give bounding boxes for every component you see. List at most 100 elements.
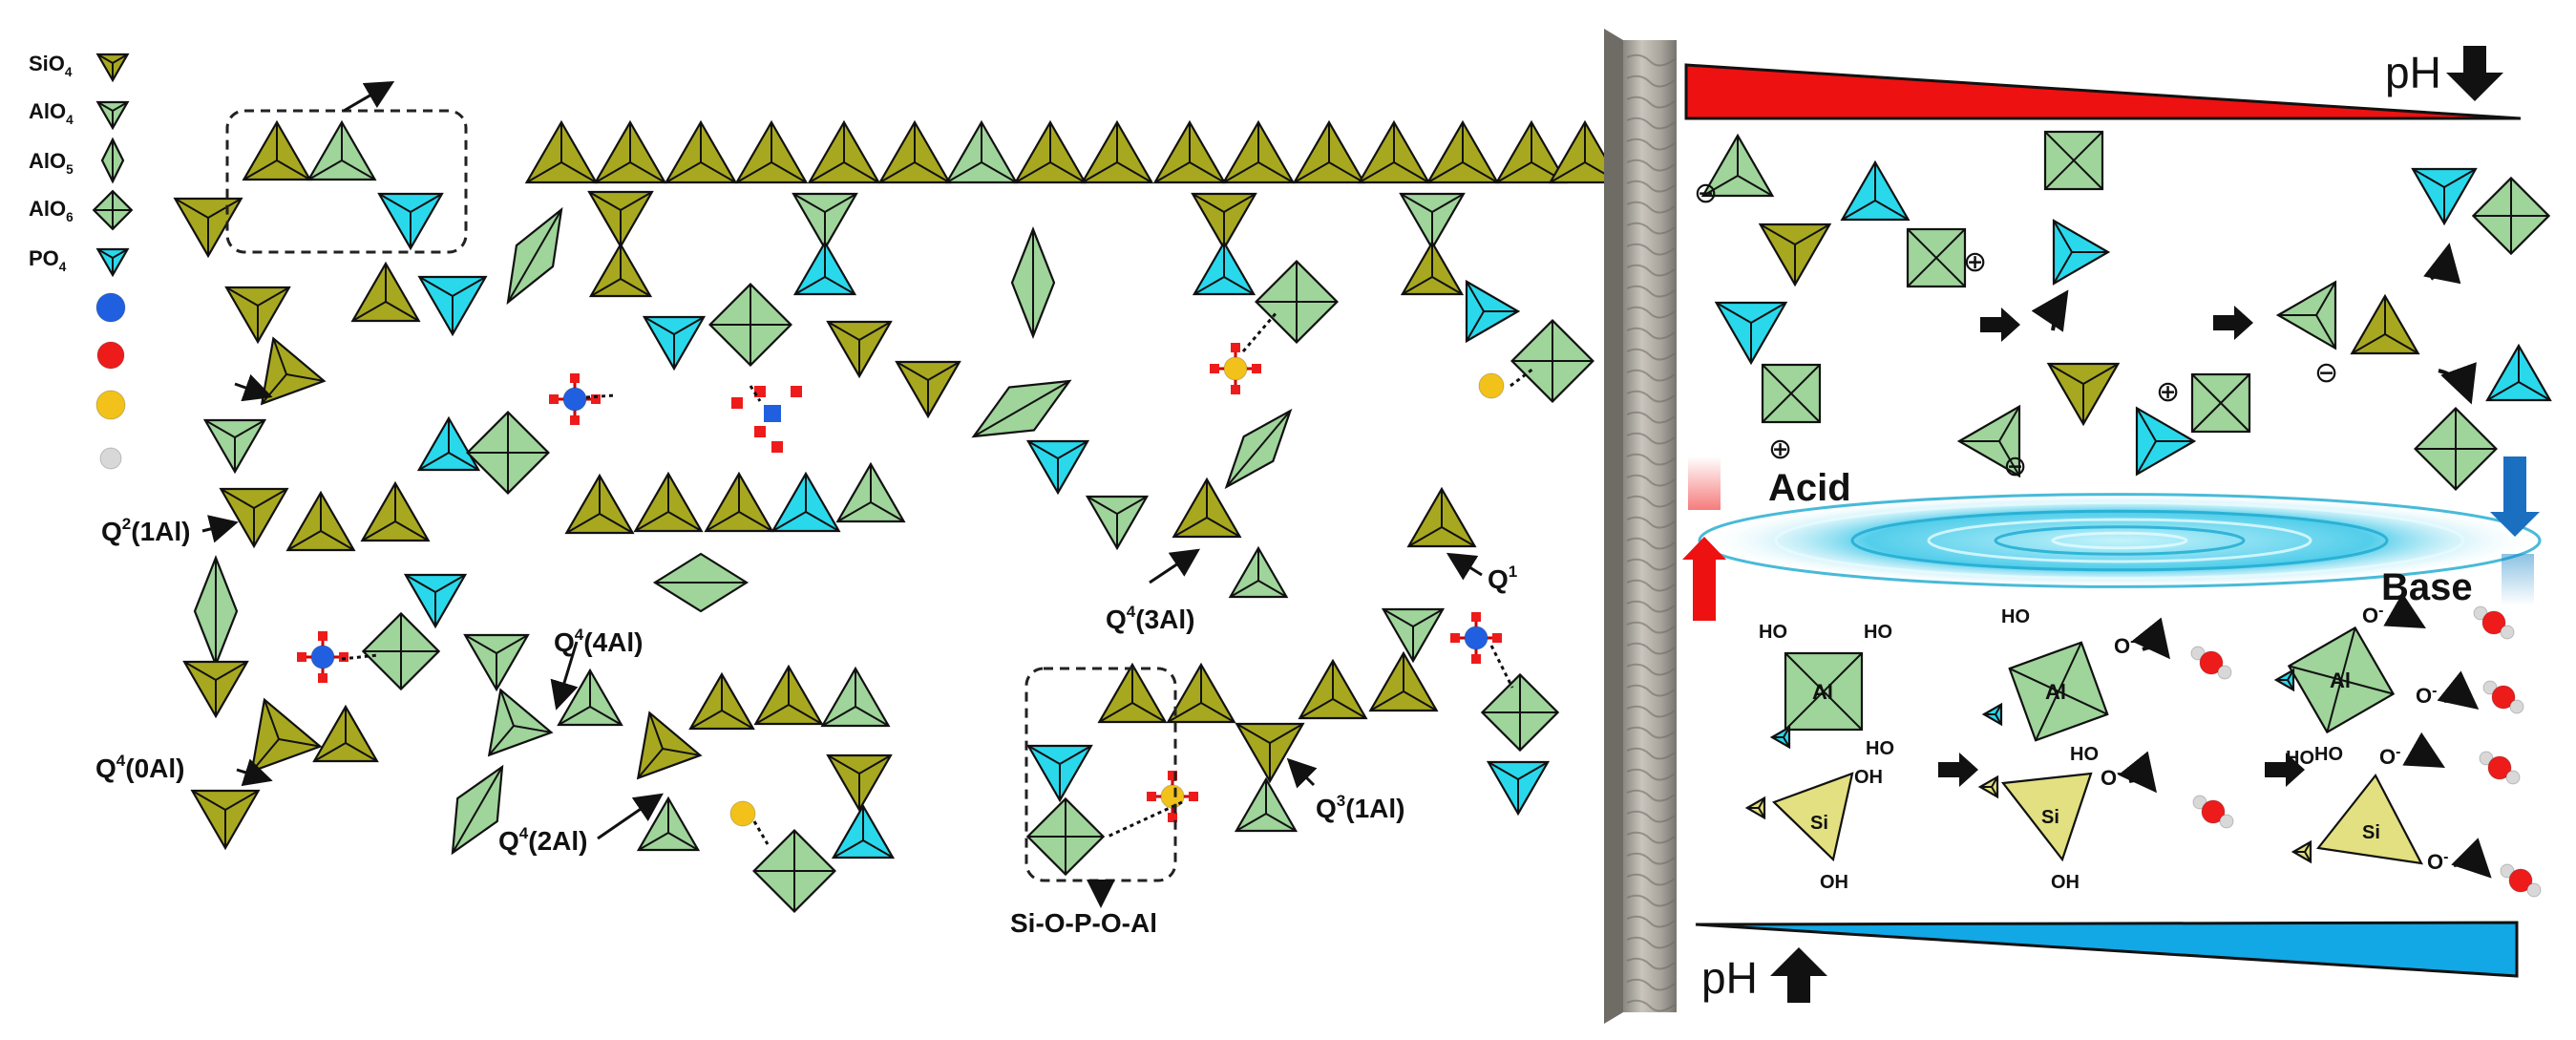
edge	[1223, 276, 1255, 295]
right-arrow-icon	[2213, 306, 2253, 340]
edge	[345, 742, 378, 762]
edge	[507, 209, 562, 303]
framework-tetrahedron	[1221, 119, 1296, 184]
sio4-tetrahedron	[588, 242, 653, 298]
wall-grain	[1626, 306, 1676, 319]
edge	[526, 161, 562, 183]
wall-grain	[1626, 432, 1676, 445]
edge	[434, 574, 466, 593]
alo5-legend-icon	[100, 137, 125, 184]
adsorbed-molecule	[1210, 343, 1261, 394]
edge	[827, 321, 860, 341]
edge	[96, 53, 114, 64]
edge	[1098, 702, 1133, 723]
framework-tetrahedron	[1152, 119, 1227, 184]
sio4-tetrahedron	[250, 697, 323, 774]
po4-tetrahedron	[2485, 343, 2552, 402]
edge	[858, 754, 892, 775]
framework-tetrahedron	[524, 119, 599, 184]
edge	[224, 790, 260, 811]
water-ring	[1774, 500, 2465, 581]
edge	[843, 161, 879, 183]
si-label: Si	[2041, 807, 2059, 828]
acid-gradient-wedge	[1684, 63, 2522, 120]
hydrogen-atom	[2473, 605, 2488, 621]
oxygen-atom	[1231, 343, 1240, 352]
alo5-bipyramid	[971, 379, 1072, 438]
sio4-tetrahedron	[1097, 662, 1168, 724]
wall-grain	[1626, 936, 1676, 949]
edge	[1496, 161, 1532, 183]
edge	[253, 488, 288, 509]
curved-arrow-icon	[2437, 670, 2480, 710]
alo4-tetrahedron	[557, 668, 623, 727]
edge	[1265, 813, 1297, 832]
po4-tetrahedron	[2135, 406, 2197, 477]
alo5-bipyramid	[506, 206, 563, 306]
label-q1: Q1	[1488, 562, 1517, 594]
po4-tetrahedron	[831, 803, 896, 860]
alo5-bipyramid	[193, 554, 239, 669]
edge	[1998, 440, 2020, 477]
edge	[2304, 841, 2312, 853]
edge	[1762, 364, 1821, 423]
alo4-tetrahedron	[463, 633, 530, 692]
edge	[794, 276, 826, 295]
oxygen-atom	[318, 673, 327, 683]
edge	[418, 452, 450, 471]
edge	[2315, 314, 2336, 350]
wall-grain	[1626, 537, 1676, 550]
edge	[620, 278, 651, 297]
edge	[738, 511, 773, 532]
alo6-octahedron	[752, 829, 836, 913]
right-arrow-icon	[1980, 308, 2020, 342]
hydrogen-bond	[585, 393, 616, 399]
edge	[709, 324, 792, 326]
edge	[754, 704, 790, 725]
wall-grain	[1626, 831, 1676, 844]
sio4-tetrahedron	[285, 490, 356, 552]
edge	[1116, 496, 1148, 515]
curved-arrow-icon	[2423, 243, 2461, 285]
framework-tetrahedron	[593, 119, 667, 184]
pointer-arrow	[1149, 548, 1200, 584]
oxygen-atom	[1471, 612, 1481, 622]
al-label: Al	[2330, 669, 2351, 692]
sio4-tetrahedron	[182, 660, 249, 719]
oxide-label: O-	[2114, 633, 2135, 658]
oxygen-atom	[1210, 364, 1219, 373]
alo5-bipyramid	[652, 552, 750, 613]
alo6-octahedron	[1906, 227, 1967, 288]
oxygen-atom	[2508, 868, 2533, 893]
edge	[634, 511, 669, 532]
wall-grain	[1626, 285, 1676, 298]
po4-legend-icon	[95, 247, 130, 278]
edge	[946, 161, 982, 183]
wall-grain	[1626, 915, 1676, 928]
wall-grain	[1626, 474, 1676, 487]
edge	[488, 725, 515, 756]
edge	[2287, 679, 2294, 690]
edge	[560, 161, 597, 183]
alo6-octahedron	[1480, 672, 1560, 753]
edge	[2082, 363, 2119, 385]
face	[260, 336, 327, 406]
sio4-tetrahedron	[219, 487, 289, 549]
edge	[1393, 161, 1429, 183]
sio4-small	[2291, 839, 2312, 864]
edge	[1998, 406, 2020, 442]
edge	[1332, 698, 1367, 719]
edge	[1192, 193, 1225, 213]
edge	[1049, 161, 1086, 183]
edge	[827, 754, 860, 775]
oxygen-atom	[318, 631, 327, 641]
si-label: Si	[2362, 822, 2380, 843]
face	[487, 688, 554, 757]
edge	[1783, 736, 1790, 748]
sio4-tetrahedron	[1166, 662, 1236, 724]
pointer-arrow	[234, 373, 273, 402]
edge	[1057, 440, 1088, 459]
oxygen-atom	[1252, 364, 1261, 373]
adsorbed-molecule	[1450, 612, 1502, 664]
edge	[225, 287, 259, 307]
